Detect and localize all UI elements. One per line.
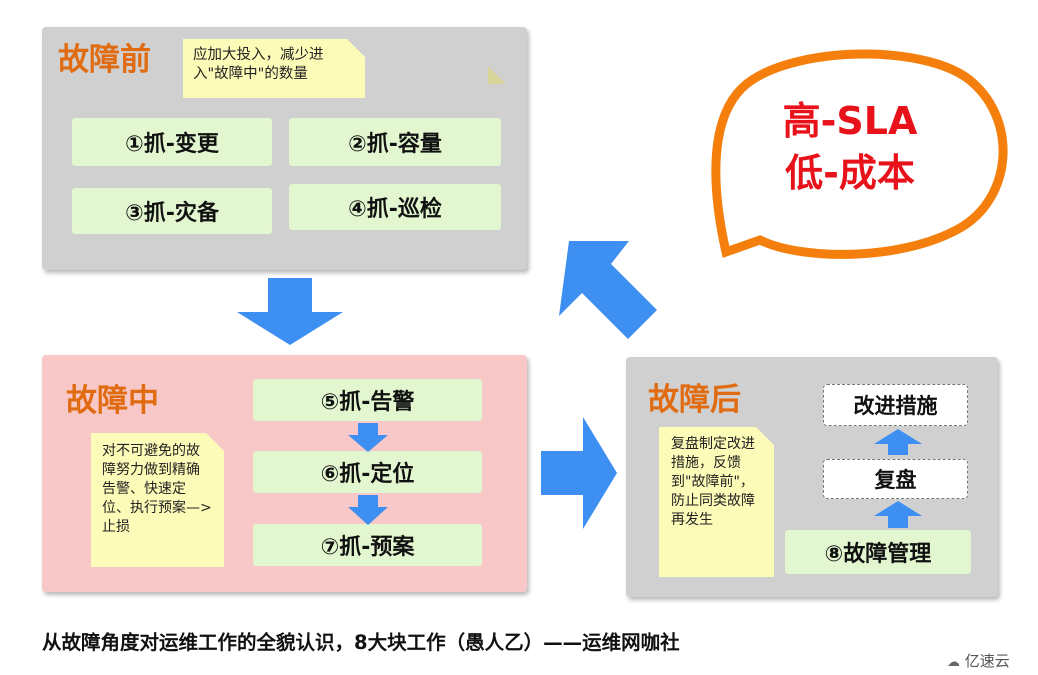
after-failure-title: 故障后: [648, 382, 741, 418]
item-change: ①抓-变更: [72, 118, 272, 166]
after-small-arrows: [874, 429, 922, 528]
item-disaster-recovery: ③抓-灾备: [72, 188, 272, 234]
arrow-locate-to-plan: [348, 495, 388, 525]
arrow-after-to-before: [559, 241, 657, 339]
step-review: 复盘: [823, 459, 968, 499]
item-plan: ⑦抓-预案: [253, 524, 482, 566]
bubble-text: 高-SLA 低-成本: [720, 95, 980, 199]
diagram-caption: 从故障角度对运维工作的全貌认识，8大块工作（愚人乙）——运维网咖社: [42, 631, 680, 654]
arrow-before-to-during: [237, 278, 343, 345]
arrow-management-to-review: [874, 501, 922, 528]
watermark-text: 亿速云: [964, 652, 1010, 670]
during-small-arrows: [348, 423, 388, 525]
arrow-alert-to-locate: [348, 423, 388, 452]
item-capacity: ②抓-容量: [289, 118, 501, 166]
before-failure-panel: 故障前 应加大投入，减少进入"故障中"的数量 ①抓-变更 ②抓-容量 ③抓-灾备…: [42, 27, 527, 270]
after-failure-note: 复盘制定改进措施，反馈到"故障前"，防止同类故障再发生: [659, 427, 774, 577]
cloud-logo-icon: ☁: [947, 655, 960, 670]
during-failure-title: 故障中: [66, 383, 159, 419]
during-failure-panel: 故障中 对不可避免的故障努力做到精确告警、快速定位、执行预案—>止损 ⑤抓-告警…: [42, 355, 527, 592]
after-failure-panel: 故障后 复盘制定改进措施，反馈到"故障前"，防止同类故障再发生 改进措施 复盘 …: [626, 357, 998, 597]
during-failure-note: 对不可避免的故障努力做到精确告警、快速定位、执行预案—>止损: [91, 433, 224, 567]
arrow-review-to-improvement: [874, 429, 922, 455]
before-failure-title: 故障前: [58, 42, 151, 78]
item-failure-management: ⑧故障管理: [785, 530, 971, 574]
arrow-during-to-after: [541, 417, 617, 529]
watermark: ☁ 亿速云: [947, 650, 1010, 671]
bubble-line-cost: 低-成本: [785, 151, 915, 195]
item-inspection: ④抓-巡检: [289, 184, 501, 230]
before-failure-note: 应加大投入，减少进入"故障中"的数量: [183, 39, 365, 98]
bubble-line-sla: 高-SLA: [782, 99, 918, 143]
speech-bubble: [711, 49, 1008, 259]
item-locate: ⑥抓-定位: [253, 451, 482, 493]
item-alert: ⑤抓-告警: [253, 379, 482, 421]
step-improvement: 改进措施: [823, 384, 968, 426]
